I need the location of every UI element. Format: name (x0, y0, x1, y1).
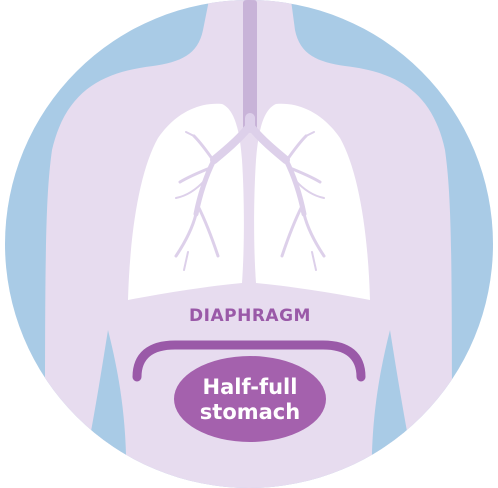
trachea (243, 0, 257, 130)
stomach-shape (174, 356, 326, 442)
diaphragm-label: DIAPHRAGM (189, 306, 311, 326)
stomach-label-line1: Half-full (203, 375, 298, 399)
stomach-label-line2: stomach (200, 400, 300, 424)
